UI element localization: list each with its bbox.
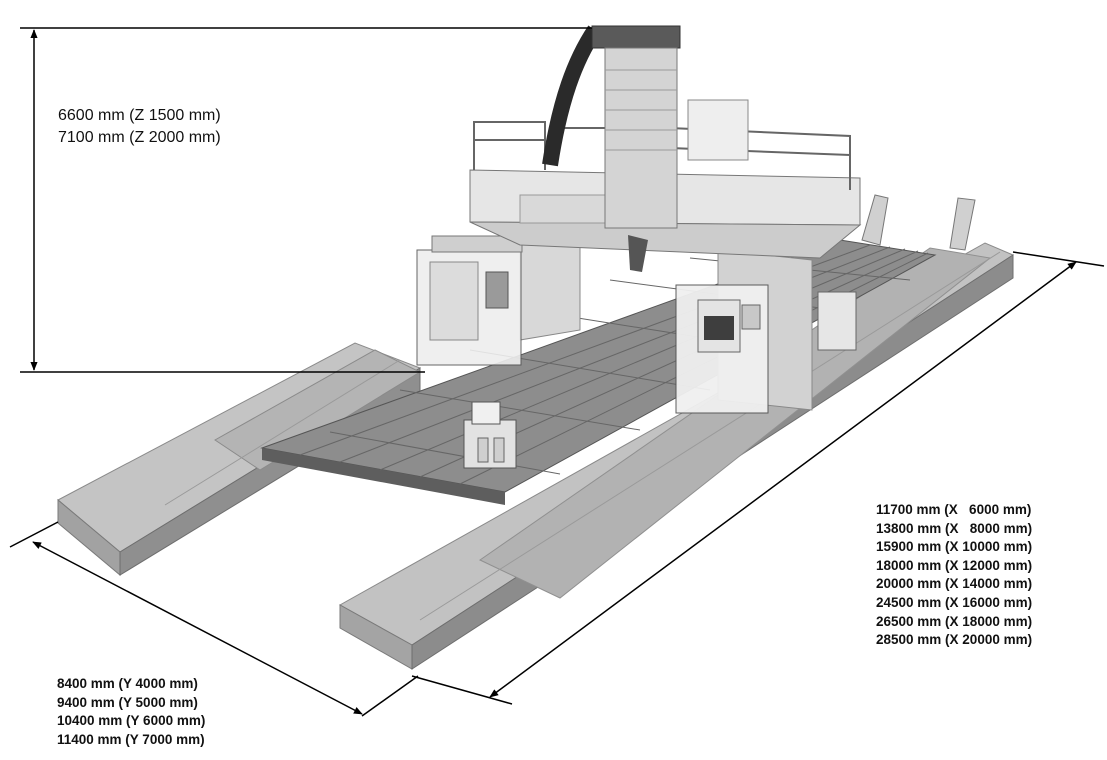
chip-conveyors [861, 194, 976, 251]
length-label-line: 13800 mm (X 8000 mm) [876, 520, 1033, 536]
length-extension-back [1012, 251, 1105, 267]
width-extension-right [361, 675, 419, 717]
width-label-line: 8400 mm (Y 4000 mm) [57, 676, 198, 691]
length-arrow [489, 261, 1077, 698]
length-extension-front [411, 675, 513, 705]
length-label-line: 26500 mm (X 18000 mm) [876, 613, 1033, 629]
height-label-line: 7100 mm (Z 2000 mm) [58, 129, 221, 146]
length-dimension-labels: 11700 mm (X 6000 mm) 13800 mm (X 8000 mm… [876, 501, 1032, 650]
width-label-line: 9400 mm (Y 5000 mm) [57, 694, 198, 710]
length-label-line: 28500 mm (X 20000 mm) [876, 632, 1033, 648]
dimension-lines [9, 27, 1105, 717]
length-label-line: 18000 mm (X 12000 mm) [876, 557, 1033, 573]
length-label-line: 11700 mm (X 6000 mm) [876, 502, 1032, 517]
width-arrow [32, 541, 363, 715]
height-dimension-labels: 6600 mm (Z 1500 mm) 7100 mm (Z 2000 mm) [58, 105, 221, 149]
width-dimension-labels: 8400 mm (Y 4000 mm) 9400 mm (Y 5000 mm) … [57, 675, 205, 749]
length-label-line: 20000 mm (X 14000 mm) [876, 576, 1033, 592]
length-label-line: 24500 mm (X 16000 mm) [876, 594, 1033, 610]
width-extension-left [9, 521, 59, 548]
width-label-line: 10400 mm (Y 6000 mm) [57, 713, 206, 729]
height-label-line: 6600 mm (Z 1500 mm) [58, 107, 221, 124]
ram-headstock [542, 25, 749, 272]
length-label-line: 15900 mm (X 10000 mm) [876, 539, 1033, 555]
width-label-line: 11400 mm (Y 7000 mm) [57, 731, 205, 747]
